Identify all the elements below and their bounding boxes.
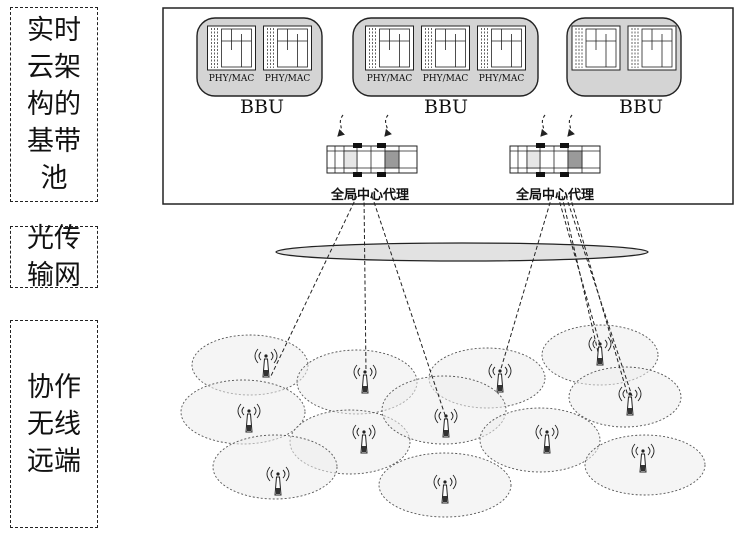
fronthaul-link xyxy=(364,196,366,372)
module-label: PHY/MAC xyxy=(265,74,311,84)
antenna-base xyxy=(362,446,366,452)
global-central-proxy: 全局中心代理 xyxy=(510,143,600,203)
switch-connector xyxy=(560,143,569,148)
phy-mac-module: PHY/MAC xyxy=(264,26,312,84)
antenna-base xyxy=(363,386,367,392)
switch-port-active xyxy=(568,151,582,168)
baseband-pool-layer: PHY/MAC PHY/MAC BBU PHY/MAC PHY/MAC PHY/MAC BB… xyxy=(163,8,733,204)
bbu-unit: BBU xyxy=(567,18,681,118)
switch-port xyxy=(527,151,540,168)
antenna-base xyxy=(444,430,448,436)
fronthaul-link xyxy=(500,196,552,372)
antenna-base xyxy=(498,385,502,391)
switch-body xyxy=(327,146,417,173)
antenna-base xyxy=(545,446,549,452)
bbu-label: BBU xyxy=(424,96,468,118)
antenna-tip xyxy=(264,354,267,357)
phy-mac-module: PHY/MAC xyxy=(422,26,470,84)
antenna-base xyxy=(628,408,632,414)
bbu-unit: PHY/MAC PHY/MAC BBU xyxy=(197,18,322,118)
proxy-label: 全局中心代理 xyxy=(515,187,594,203)
antenna-tip xyxy=(276,472,279,475)
phy-mac-module: PHY/MAC xyxy=(478,26,526,84)
switch-connector xyxy=(353,172,362,177)
dashed-control-arrow xyxy=(385,115,388,136)
antenna-tip xyxy=(362,430,365,433)
antenna-tip xyxy=(444,414,447,417)
antenna-tip xyxy=(545,430,548,433)
switch-connector xyxy=(353,143,362,148)
phy-mac-module: PHY/MAC xyxy=(208,26,256,84)
phy-mac-module xyxy=(628,26,676,70)
antenna-tip xyxy=(498,369,501,372)
optical-network-ellipse xyxy=(276,243,648,261)
antenna-base xyxy=(276,488,280,494)
dashed-control-arrow xyxy=(338,115,343,136)
antenna-base xyxy=(598,358,602,364)
dashed-control-arrow xyxy=(568,115,572,136)
global-central-proxy: 全局中心代理 xyxy=(327,143,417,203)
antenna-tip xyxy=(443,480,446,483)
phy-mac-module: PHY/MAC xyxy=(366,26,414,84)
switch-connector xyxy=(377,172,386,177)
bbu-unit: PHY/MAC PHY/MAC PHY/MAC BBU xyxy=(353,18,538,118)
proxy-label: 全局中心代理 xyxy=(330,187,409,203)
cell-coverage-area xyxy=(181,380,305,444)
antenna-base xyxy=(247,425,251,431)
switch-connector xyxy=(536,143,545,148)
antenna-tip xyxy=(641,449,644,452)
cell-coverage-area xyxy=(480,408,600,472)
antenna-base xyxy=(443,496,447,502)
bbu-label: BBU xyxy=(240,96,284,118)
antenna-base xyxy=(641,465,645,471)
switch-connector xyxy=(377,143,386,148)
antenna-base xyxy=(264,370,268,376)
module-label: PHY/MAC xyxy=(479,74,525,84)
switch-connector xyxy=(560,172,569,177)
bbu-label: BBU xyxy=(619,96,663,118)
module-label: PHY/MAC xyxy=(209,74,255,84)
module-label: PHY/MAC xyxy=(423,74,469,84)
antenna-tip xyxy=(598,342,601,345)
switch-port-active xyxy=(385,151,399,168)
antenna-tip xyxy=(247,409,250,412)
module-label: PHY/MAC xyxy=(367,74,413,84)
phy-mac-module xyxy=(572,26,620,70)
antenna-tip xyxy=(628,392,631,395)
antenna-tip xyxy=(363,370,366,373)
switch-port xyxy=(344,151,357,168)
switch-connector xyxy=(536,172,545,177)
switch-body xyxy=(510,146,600,173)
dashed-control-arrow xyxy=(541,115,545,136)
